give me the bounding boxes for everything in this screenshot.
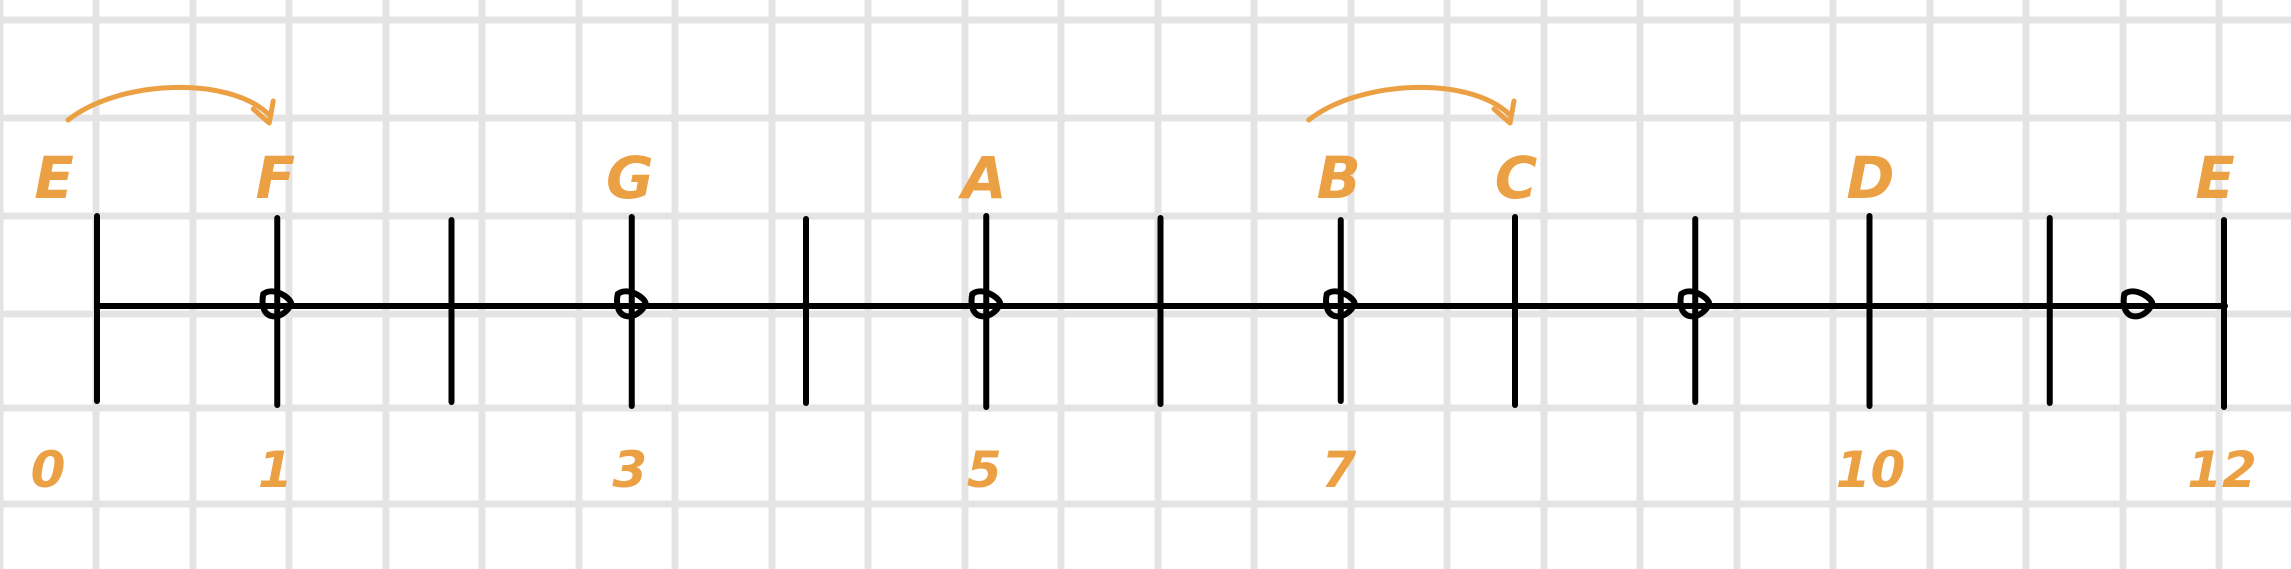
number-label: 5 (967, 441, 1002, 499)
number-label: 1 (258, 441, 293, 499)
note-label: C (1495, 144, 1538, 212)
number-label: 3 (612, 441, 647, 499)
note-dot (1677, 288, 1713, 320)
note-label: G (606, 144, 654, 212)
arc-arrow (1306, 85, 1513, 123)
number-label: 10 (1836, 441, 1906, 499)
number-label: 0 (31, 441, 66, 499)
arrowhead-icon (250, 98, 276, 126)
arrowhead-icon (1491, 98, 1517, 126)
number-labels: 0 1 3 5 7 10 12 (31, 441, 2257, 499)
note-dot (2120, 288, 2156, 320)
number-label: 7 (1321, 441, 1356, 499)
note-dots (259, 288, 2156, 320)
note-label: B (1317, 144, 1361, 212)
note-dot (614, 288, 649, 320)
number-label: 12 (2187, 441, 2257, 499)
note-dot (1323, 288, 1358, 320)
note-label: E (2195, 144, 2235, 212)
note-label: F (255, 144, 295, 212)
note-dot (259, 288, 295, 320)
tick-marks (94, 213, 2227, 410)
note-label: A (958, 144, 1007, 212)
semitone-arcs (65, 85, 1517, 126)
note-label: D (1846, 144, 1894, 212)
arc-arrow (65, 85, 272, 123)
note-dot (968, 288, 1004, 320)
note-label: E (34, 144, 74, 212)
